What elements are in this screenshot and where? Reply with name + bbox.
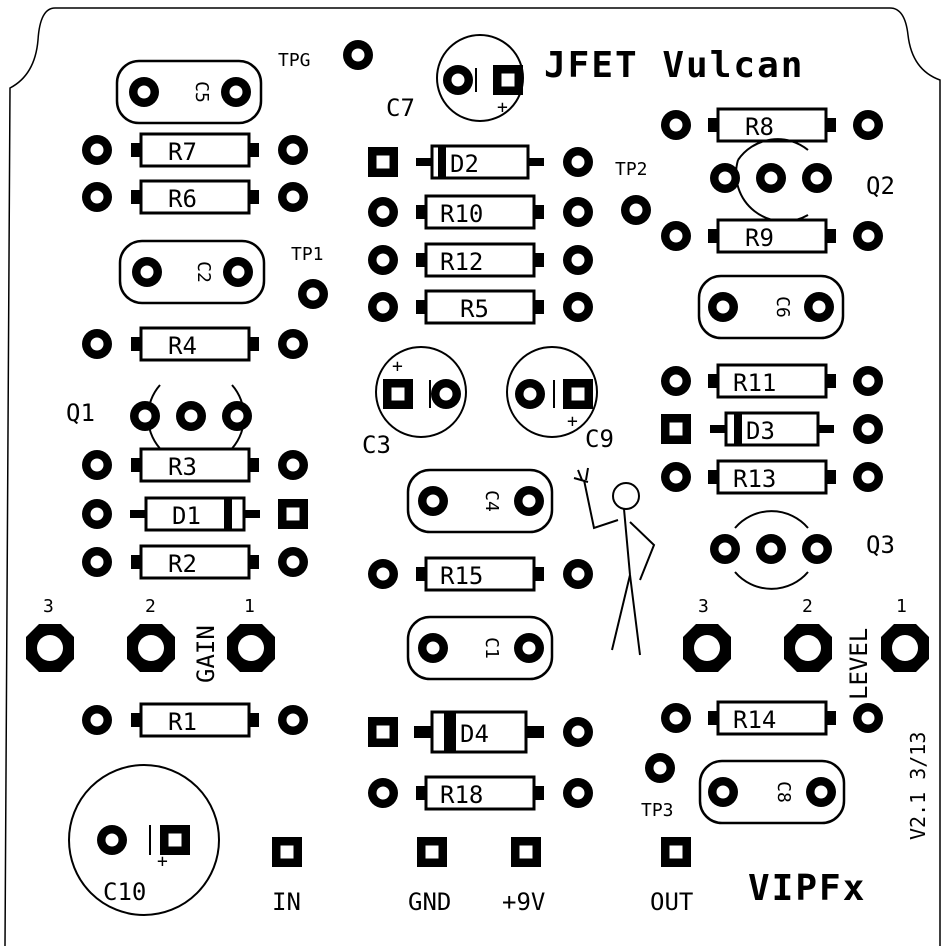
tpg-pad (343, 40, 373, 70)
tp1-label: TP1 (291, 244, 324, 265)
tp3-pad (645, 753, 675, 783)
r8-label: R8 (745, 113, 774, 141)
c7-label: C7 (386, 94, 415, 122)
in-pad (272, 837, 302, 867)
level-pot-pin-2 (784, 624, 832, 672)
c5-label: C5 (191, 81, 212, 103)
c10-label: C10 (103, 878, 146, 906)
r12-label: R12 (440, 248, 483, 276)
tpg-label: TPG (278, 50, 311, 71)
r11-label: R11 (733, 369, 776, 397)
c6-label: C6 (772, 296, 793, 318)
level-pot-pin-3 (683, 624, 731, 672)
c9-plus: + (567, 411, 578, 432)
version-label: V2.1 3/13 (906, 732, 930, 840)
tp3-label: TP3 (641, 800, 674, 821)
c2-label: C2 (193, 261, 214, 283)
gain-label: GAIN (192, 625, 220, 683)
q3-outline (734, 510, 809, 590)
r9-label: R9 (745, 224, 774, 252)
r14-label: R14 (733, 706, 776, 734)
stick-figure-doodle (573, 467, 656, 656)
r7-label: R7 (168, 138, 197, 166)
gain-pot-pin-1 (227, 624, 275, 672)
gnd-label: GND (408, 888, 451, 916)
level-pin1-label: 1 (896, 596, 907, 617)
c3-outline (375, 346, 467, 438)
gain-pin2-label: 2 (145, 596, 156, 617)
r7-pad-left (82, 135, 112, 165)
d2-body (430, 144, 530, 180)
c7-plus: + (497, 97, 508, 118)
gain-pot-pin-3 (26, 624, 74, 672)
r7-pad-right (278, 135, 308, 165)
r6-label: R6 (168, 185, 197, 213)
brand-label: VIPFx (748, 868, 866, 909)
r3-label: R3 (168, 453, 197, 481)
d4-label: D4 (460, 720, 489, 748)
r10-label: R10 (440, 200, 483, 228)
r2-label: R2 (168, 550, 197, 578)
level-pin3-label: 3 (698, 596, 709, 617)
q3-label: Q3 (866, 531, 895, 559)
out-pad (661, 837, 691, 867)
c1-label: C1 (481, 637, 502, 659)
v9-pad (511, 837, 541, 867)
c10-plus: + (157, 851, 168, 872)
c7-outline (436, 34, 524, 122)
gnd-pad (417, 837, 447, 867)
r5-label: R5 (460, 295, 489, 323)
gain-pot-pin-2 (127, 624, 175, 672)
r13-label: R13 (733, 465, 776, 493)
gain-pin1-label: 1 (244, 596, 255, 617)
r4-label: R4 (168, 332, 197, 360)
tp1-pad (298, 279, 328, 309)
d2-label: D2 (450, 150, 479, 178)
c8-label: C8 (773, 781, 794, 803)
r15-label: R15 (440, 562, 483, 590)
q2-label: Q2 (866, 172, 895, 200)
v9-label: +9V (502, 888, 545, 916)
out-label: OUT (650, 888, 693, 916)
c10-outline (68, 764, 220, 916)
r18-label: R18 (440, 781, 483, 809)
level-label: LEVEL (845, 628, 873, 700)
c3-plus: + (392, 356, 403, 377)
c9-outline (506, 346, 598, 438)
tp2-pad (621, 195, 651, 225)
gain-pin3-label: 3 (43, 596, 54, 617)
r1-label: R1 (168, 708, 197, 736)
board-outline (4, 7, 941, 946)
c9-label: C9 (585, 425, 614, 453)
board-title: JFET Vulcan (544, 45, 804, 86)
in-label: IN (272, 888, 301, 916)
d1-label: D1 (172, 502, 201, 530)
level-pot-pin-1 (881, 624, 929, 672)
q1-label: Q1 (66, 399, 95, 427)
c4-label: C4 (481, 490, 502, 512)
level-pin2-label: 2 (802, 596, 813, 617)
d3-label: D3 (746, 417, 775, 445)
c3-label: C3 (362, 431, 391, 459)
tp2-label: TP2 (615, 159, 648, 180)
